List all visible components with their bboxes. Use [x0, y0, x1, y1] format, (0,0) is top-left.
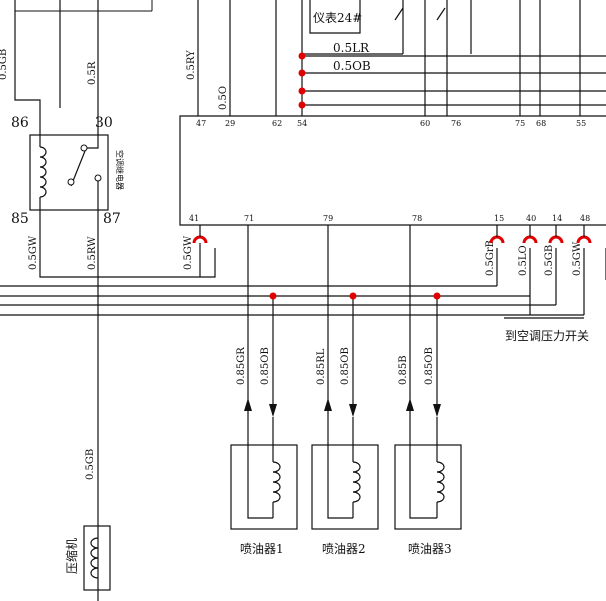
- ecu-pin-76: 76: [451, 119, 461, 128]
- injector-3: 喷油器3: [394, 398, 462, 556]
- junction-dot: [349, 292, 357, 300]
- ecu-pin-62: 62: [272, 119, 282, 128]
- wire-label-inj1-b: 0.85OB: [260, 347, 271, 385]
- wire-label-relay-87: 0.5RW: [87, 236, 98, 270]
- wire-label-inj3-b: 0.85OB: [424, 347, 435, 385]
- wire-label-pin41: 0.5GW: [183, 235, 194, 270]
- ecu-pin-55: 55: [576, 119, 586, 128]
- relay-contact-dot-top: [80, 144, 88, 152]
- injector-2-label: 喷油器2: [322, 542, 366, 556]
- connector-arc: [522, 235, 538, 244]
- ecu-pin-47: 47: [196, 119, 206, 128]
- junction-dot: [298, 69, 306, 77]
- ecu-pin-54: 54: [297, 119, 307, 128]
- relay-label: 空调继电器: [115, 150, 125, 190]
- wire-label-pin40: 0.5LO: [518, 245, 529, 276]
- relay-pin-85: 85: [11, 211, 29, 227]
- ecu-top-pins: 47 29 62 54 60 76 75 68 55: [196, 119, 586, 128]
- wire-label-inj1-a: 0.85GR: [236, 347, 247, 385]
- ecu-box: [179, 115, 606, 226]
- connector-arc: [548, 235, 564, 244]
- relay-contact-fixed: [84, 143, 99, 149]
- wire-label-0-5o: 0.5O: [218, 86, 229, 110]
- injector-1-label: 喷油器1: [240, 542, 284, 556]
- junction-dot: [298, 52, 306, 60]
- junction-dot: [433, 292, 441, 300]
- pressure-switch-label: 到空调压力开关: [505, 329, 589, 343]
- injector-3-label: 喷油器3: [408, 542, 452, 556]
- junction-dot: [298, 87, 306, 95]
- wire-label-inj2-b: 0.85OB: [340, 347, 351, 385]
- junction-dot: [298, 101, 306, 109]
- compressor: 压缩机: [64, 525, 111, 591]
- wire-label-pin14: 0.5GB: [544, 245, 555, 276]
- wire-label-pin48: 0.5GW: [572, 241, 583, 276]
- relay-pin-87: 87: [103, 211, 121, 227]
- compressor-label: 压缩机: [64, 538, 79, 574]
- relay-coil: [39, 146, 47, 198]
- wire-label-0-5ob: 0.5OB: [333, 59, 371, 73]
- wire-label-pin15: 0.5GrB: [485, 240, 496, 276]
- wire-label-inj3-a: 0.85B: [398, 355, 409, 385]
- wire-label-compressor: 0.5GB: [85, 449, 96, 480]
- relay-box: [29, 134, 109, 211]
- ecu-pin-68: 68: [536, 119, 546, 128]
- wire-relay-86-feed: [14, 0, 41, 135]
- relay-contact-dot-right: [94, 174, 102, 182]
- instrument-box-label: 仪表24#: [313, 11, 362, 25]
- wire-label-0-5r: 0.5R: [87, 61, 98, 85]
- relay-pin-30: 30: [95, 115, 113, 131]
- injector-2: 喷油器2: [311, 398, 379, 556]
- relay-contact-dot-left: [67, 178, 75, 186]
- ecu-pin-14: 14: [552, 214, 562, 223]
- ac-relay: 86 30 85 87 空调继电器: [11, 115, 125, 227]
- connector-arc: [192, 235, 208, 244]
- ecu-pin-75: 75: [515, 119, 525, 128]
- ecu-pin-60: 60: [420, 119, 430, 128]
- wire-label-left-partial: 0.5GB: [0, 49, 9, 80]
- ecu-pin-78: 78: [412, 214, 422, 223]
- ecu-pin-79: 79: [323, 214, 333, 223]
- wire-label-relay-85: 0.5GW: [28, 235, 39, 270]
- ecu-pin-48: 48: [580, 214, 590, 223]
- instrument-box: 仪表24#: [309, 0, 362, 34]
- injector-1: 喷油器1: [230, 398, 298, 556]
- wire-label-inj2-a: 0.85RL: [316, 348, 327, 385]
- wire-label-0-5lr: 0.5LR: [333, 41, 370, 55]
- ecu-pin-29: 29: [225, 119, 235, 128]
- ecu-pin-41: 41: [189, 214, 199, 223]
- wire-label-0-5ry: 0.5RY: [186, 50, 197, 80]
- ecu-pin-40: 40: [526, 214, 536, 223]
- ecu-bottom-pins: 41 71 79 78 15 40 14 48: [189, 214, 590, 223]
- junction-dot: [269, 292, 277, 300]
- ecu-pin-71: 71: [244, 214, 254, 223]
- ecu-pin-15: 15: [494, 214, 504, 223]
- relay-pin-86: 86: [11, 115, 29, 131]
